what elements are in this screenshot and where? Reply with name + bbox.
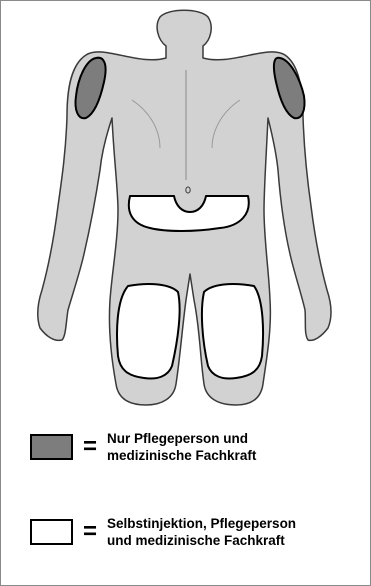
equals-sign: = [83,435,97,459]
caregiver-label-line2: medizinische Fachkraft [107,447,256,464]
caregiver-swatch [30,434,73,460]
self-injection-label-line2: und medizinische Fachkraft [107,532,296,549]
body-figure [0,0,371,410]
equals-sign: = [83,520,97,544]
legend-item-self-injection: = Selbstinjektion, Pflegeperson und medi… [30,515,296,549]
legend-item-caregiver: = Nur Pflegeperson und medizinische Fach… [30,430,256,464]
left-thigh-zone [117,284,180,379]
self-injection-label: Selbstinjektion, Pflegeperson und medizi… [107,515,296,549]
caregiver-label: Nur Pflegeperson und medizinische Fachkr… [107,430,256,464]
right-thigh-zone [202,284,263,379]
caregiver-label-line1: Nur Pflegeperson und [107,430,256,447]
self-injection-label-line1: Selbstinjektion, Pflegeperson [107,515,296,532]
self-injection-swatch [30,519,73,545]
